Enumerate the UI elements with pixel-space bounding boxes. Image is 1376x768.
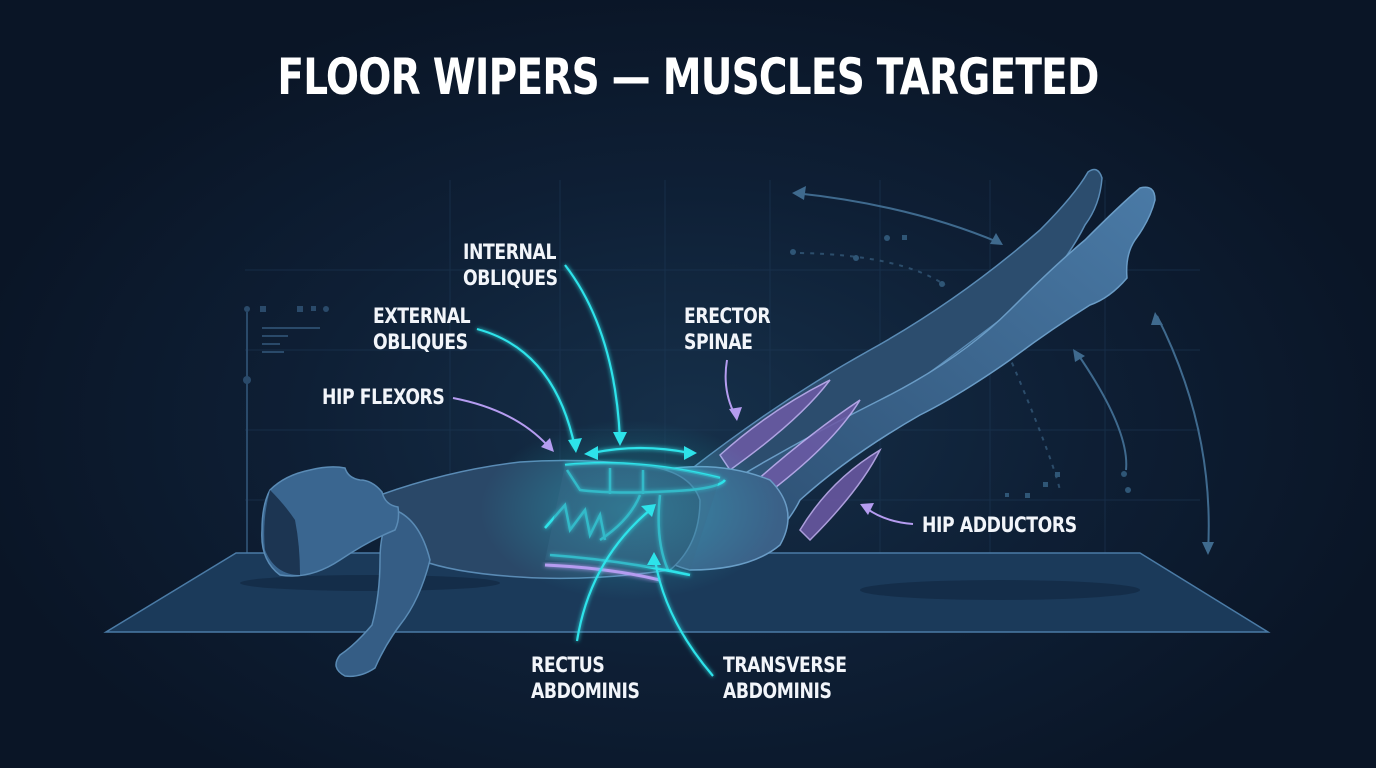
label-external-obliques: EXTERNAL OBLIQUES: [373, 304, 471, 354]
internal-obliques-pointer: [564, 264, 622, 441]
hip-adductors-pointer: [865, 507, 914, 525]
label-internal-obliques: INTERNAL OBLIQUES: [463, 240, 558, 290]
motion-arcs: [794, 192, 1210, 553]
diagram-title: FLOOR WIPERS — MUSCLES TARGETED: [277, 48, 1099, 106]
external-obliques-pointer: [476, 327, 577, 449]
pointer-arrowheads-lavender: [541, 407, 874, 515]
label-hip-adductors: HIP ADDUCTORS: [922, 513, 1077, 537]
hud-decoration-left: [243, 306, 329, 560]
oblique-lavender-band: [544, 563, 661, 582]
front-leg: [698, 186, 1156, 556]
core-expand-arrow: [591, 446, 691, 455]
arm: [335, 509, 431, 678]
transverse-abdominis-pointer: [653, 559, 714, 677]
hair: [264, 490, 300, 575]
label-transverse-abdominis: TRANSVERSE ABDOMINIS: [723, 653, 847, 703]
label-hip-flexors: HIP FLEXORS: [322, 385, 445, 409]
label-erector-spinae: ERECTOR SPINAE: [684, 304, 771, 354]
adductor-muscles: [719, 379, 882, 542]
abdominal-muscles: [544, 461, 727, 577]
rectus-abdominis-pointer: [575, 509, 651, 642]
pointer-arrowheads-cyan: [568, 432, 697, 565]
hud-dots-right: [790, 235, 1131, 498]
erector-spinae-pointer: [724, 359, 736, 416]
label-rectus-abdominis: RECTUS ABDOMINIS: [531, 653, 640, 703]
pointer-arrows-cyan: [476, 264, 714, 677]
motion-arrowheads: [792, 186, 1214, 555]
abdominal-fill: [545, 463, 720, 570]
hip-flexors-pointer: [452, 397, 549, 447]
